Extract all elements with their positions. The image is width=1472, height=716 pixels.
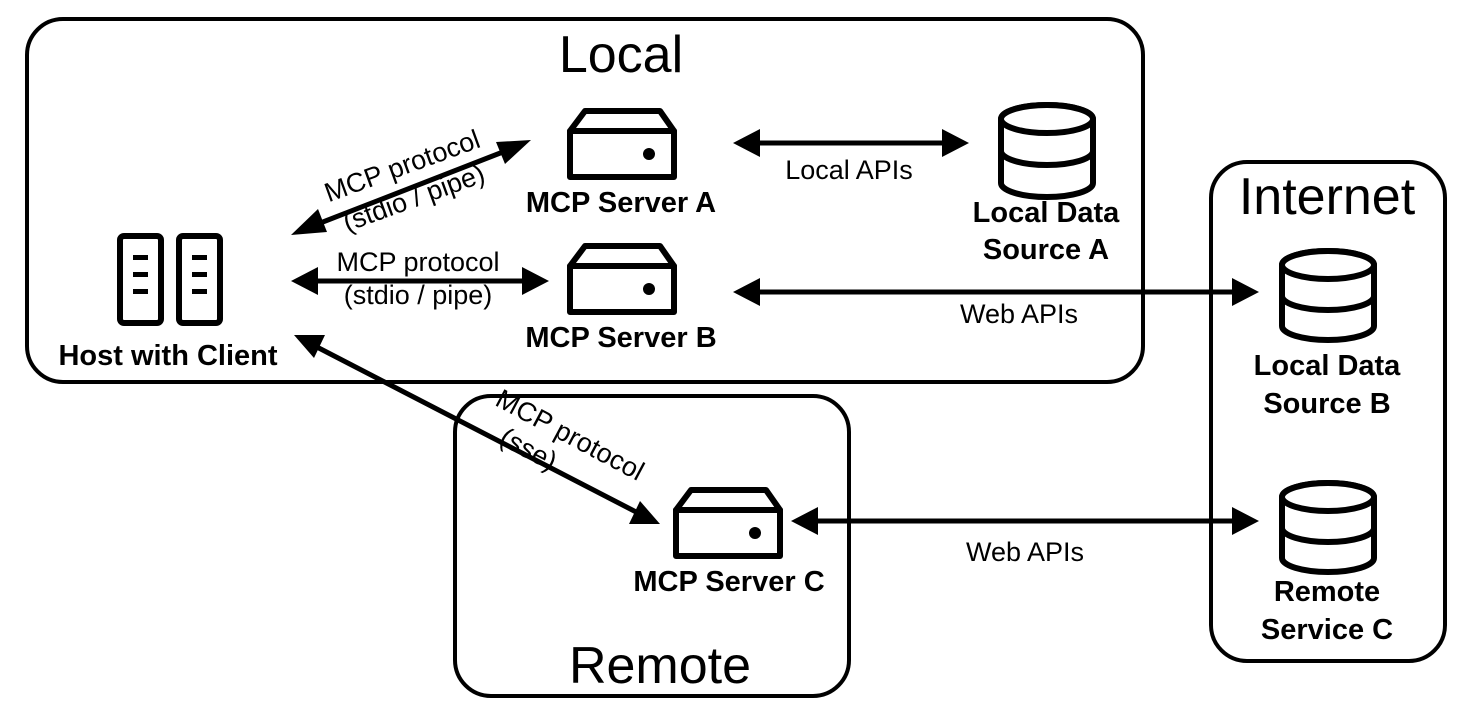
service-c-label-line2: Service C <box>1261 614 1393 646</box>
local-region <box>25 17 1145 384</box>
server-a-label: MCP Server A <box>526 187 716 219</box>
service-c-label-line1: Remote <box>1274 576 1380 608</box>
database-icon <box>1279 248 1377 343</box>
edge-a-data-label: Local APIs <box>785 155 913 185</box>
remote-region-title: Remote <box>569 637 751 695</box>
edge-host-b-label-line1: MCP protocol <box>336 247 499 277</box>
edge-host-server-a <box>291 140 531 235</box>
edge-host-b-label-line2: (stdio / pipe) <box>344 280 493 310</box>
edge-c-service-label: Web APIs <box>966 537 1084 567</box>
edge-server-c-service-c <box>791 507 1259 535</box>
server-b-label: MCP Server B <box>525 322 716 354</box>
host-label: Host with Client <box>58 340 277 372</box>
remote-region <box>453 394 851 698</box>
edge-server-b-data-b <box>733 278 1259 306</box>
server-box-icon <box>673 487 783 559</box>
data-source-a-label-line1: Local Data <box>973 197 1121 229</box>
server-rack-icon <box>117 233 223 326</box>
data-source-a-label-line2: Source A <box>983 234 1109 266</box>
database-icon <box>998 102 1096 200</box>
edge-host-server-c <box>294 335 660 524</box>
server-box-icon <box>567 108 677 180</box>
internet-region-title: Internet <box>1239 168 1416 226</box>
server-c-label: MCP Server C <box>633 566 824 598</box>
database-icon <box>1279 480 1377 575</box>
edge-host-server-b <box>291 267 549 295</box>
data-source-b-label-line2: Source B <box>1263 388 1390 420</box>
data-source-b-label-line1: Local Data <box>1254 350 1402 382</box>
server-box-icon <box>567 243 677 315</box>
edge-b-data-label: Web APIs <box>960 299 1078 329</box>
internet-region <box>1209 160 1447 663</box>
edge-server-a-data-a <box>733 129 969 157</box>
local-region-title: Local <box>559 26 683 84</box>
